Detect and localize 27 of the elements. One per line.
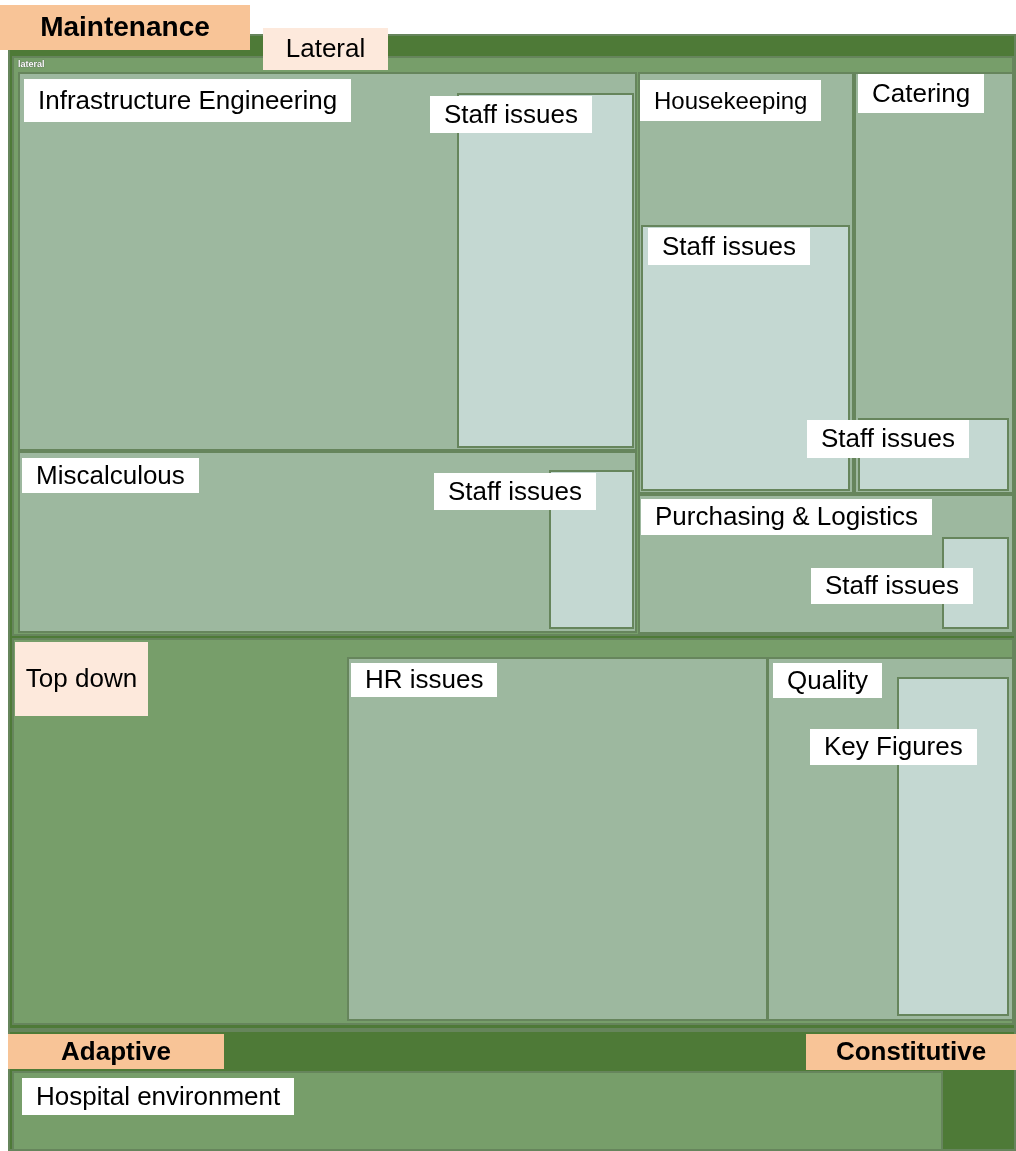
- treemap-cell: [12, 638, 1014, 1025]
- category-label: Staff issues: [434, 473, 596, 510]
- category-label: Catering: [858, 74, 985, 113]
- category-label: Key Figures: [810, 729, 977, 765]
- category-label: Miscalculous: [22, 458, 199, 493]
- category-label: Hospital environment: [22, 1078, 295, 1115]
- category-label: HR issues: [351, 663, 498, 697]
- treemap-cell: [18, 451, 637, 633]
- category-label: Adaptive: [8, 1034, 224, 1069]
- treemap-cell: [347, 657, 768, 1021]
- category-label: Infrastructure Engineering: [24, 79, 352, 122]
- category-label: Constitutive: [806, 1034, 1016, 1070]
- category-label: lateral: [18, 58, 46, 70]
- treemap-cell: [638, 494, 1014, 634]
- treemap-cell: [18, 72, 637, 451]
- category-label: Staff issues: [648, 228, 810, 265]
- treemap-cell: [767, 657, 1014, 1021]
- category-label: Purchasing & Logistics: [641, 499, 933, 535]
- category-label: Staff issues: [430, 96, 592, 133]
- category-label: Staff issues: [807, 420, 969, 458]
- category-label: Lateral: [263, 28, 388, 70]
- treemap-cell: [8, 1030, 1016, 1151]
- category-label: Maintenance: [0, 5, 250, 50]
- category-label: Top down: [15, 642, 148, 716]
- category-label: Housekeeping: [640, 80, 822, 121]
- category-label: Staff issues: [811, 568, 973, 604]
- category-label: Quality: [773, 663, 882, 698]
